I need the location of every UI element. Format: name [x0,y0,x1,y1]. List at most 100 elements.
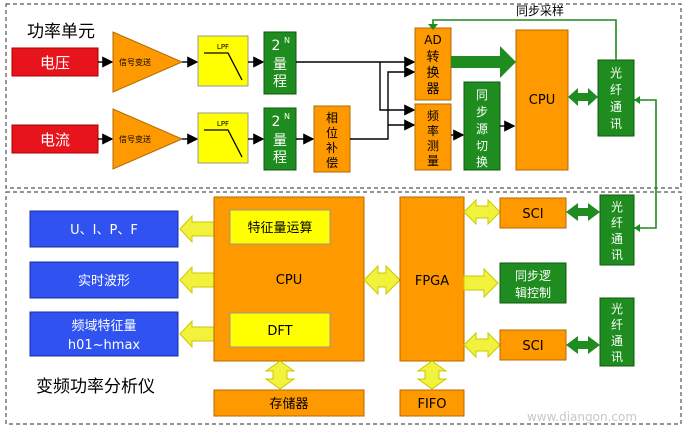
arrow-cpu-fiber-top [568,88,598,106]
phase-char-4: 偿 [326,155,338,170]
lpf-top-curve [204,52,243,81]
ad-char-1: 转 [426,50,439,65]
fiber-top-char-3: 通 [610,100,622,114]
top-panel-border [5,3,682,189]
arrow-sci-fiber-bottom [566,336,600,354]
output-uipf-label: U、I、P、F [70,223,138,238]
watermark: www.diangon.com [527,410,637,424]
fiber-bottom [599,297,635,367]
arrow-fpga-sync-logic [463,267,499,299]
current-label: 电流 [40,131,70,149]
sync-source-switch [463,81,501,171]
phase-char-2: 位 [326,125,338,140]
sync-char-1: 同 [476,88,488,102]
arrow-cpu-fpga [363,264,401,296]
output-harmonics-label: h01~hmax [68,338,141,353]
ad-converter [414,27,452,101]
range-bottom-sup: N [284,112,290,121]
range-top [263,31,297,95]
signal-converter-bottom-label: 信号变送 [119,134,151,144]
freq-char-2: 率 [427,123,439,138]
freq-char-3: 测 [427,139,439,153]
voltage-label: 电压 [40,54,70,72]
sci-bottom-label: SCI [522,339,543,354]
sync-sample-line [432,19,617,60]
arrow-fpga-fifo [416,360,448,390]
sync-logic-line-1: 同步逻 [515,269,551,283]
feature-calc-label: 特征量运算 [247,221,312,236]
sync-sample-arrowhead [428,24,438,30]
sync-logic-control [499,262,567,304]
bottom-panel-border [5,191,682,425]
sync-sample-label: 同步采样 [516,3,564,18]
fiber-bot-char-1: 光 [611,302,623,316]
fifo-box [399,389,465,417]
sci-top [499,197,567,229]
feature-calc-box [229,209,331,245]
sync-logic-line-2: 辑控制 [515,286,551,300]
fpga-box [399,196,465,362]
dft-label: DFT [267,324,292,339]
range-top-sup: N [284,36,290,45]
sync-char-3: 源 [476,122,488,136]
output-waveform-label: 实时波形 [78,274,130,289]
arrow-ad-to-cpu [451,46,516,78]
range-top-prefix: 2 [272,38,281,54]
signal-converter-bottom [112,108,184,170]
output-freq-features [29,311,179,357]
fiber-mid-char-3: 通 [611,232,623,246]
dft-box [229,312,331,348]
fiber-mid-char-2: 纤 [611,216,623,230]
sync-char-4: 切 [476,139,488,153]
arrow-fpga-sci-top [463,198,501,226]
lpf-bottom [197,112,249,164]
arrow-fpga-sci-bottom [463,331,501,359]
line-range-to-freq [379,62,416,116]
fiber-top-char-2: 纤 [610,83,622,97]
cpu-bottom-label: CPU [276,273,302,288]
fiber-bot-char-3: 通 [611,334,623,348]
phase-char-1: 相 [326,111,338,125]
range-top-char-1: 量 [273,57,287,73]
lpf-bottom-curve [204,129,243,158]
fiber-mid-char-1: 光 [611,200,623,214]
lpf-top [197,35,249,87]
fiber-link-arrow-bottom [634,224,640,232]
sync-char-5: 换 [476,155,488,169]
storage-box [213,389,365,417]
signal-converter-top [112,31,184,93]
ad-char-2: 换 [426,66,439,81]
arrow-sci-fiber-top [566,203,600,221]
arrow-to-uipf [179,214,215,244]
lpf-bottom-label: LPF [217,120,229,128]
sci-bottom [499,329,567,361]
ad-char-3: 器 [426,82,439,97]
fiber-top-char-1: 光 [610,66,622,80]
arrow-to-waveform [179,265,215,295]
bottom-panel-title: 变频功率分析仪 [36,377,155,397]
arrow-cpu-storage [264,360,296,390]
signal-converter-top-label: 信号变送 [119,57,151,67]
fiber-top-char-4: 讯 [610,117,622,131]
fiber-link-arrow-top [634,96,640,104]
fiber-link [634,99,657,229]
range-bottom-prefix: 2 [272,114,281,130]
line-phase-to-ad [350,66,416,140]
arrow-to-freq [179,319,215,349]
range-bottom [263,107,297,171]
cpu-top-label: CPU [529,93,555,108]
freq-char-1: 频 [427,109,439,123]
frequency-measurement [414,103,452,171]
sync-char-2: 步 [476,105,488,119]
output-waveform [29,261,179,299]
output-freq-label: 频域特征量 [71,319,136,334]
cpu-top [515,29,569,171]
phase-char-3: 补 [326,141,338,155]
range-bottom-char-1: 量 [273,133,287,149]
range-top-char-2: 程 [273,74,287,90]
freq-char-4: 量 [427,154,439,168]
current-input-box [11,124,99,154]
fiber-mid-char-4: 讯 [611,248,623,262]
